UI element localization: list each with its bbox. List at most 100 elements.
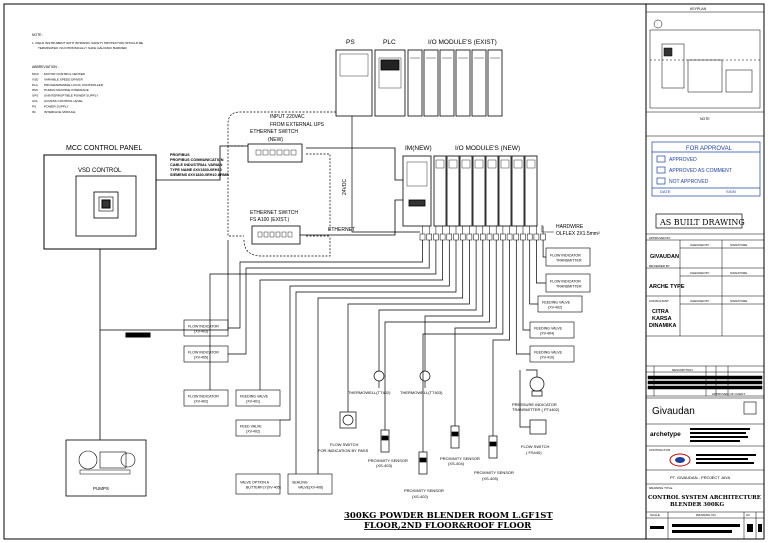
- not-approved: NOT APPROVED: [669, 179, 709, 185]
- project-label: PT. GIVAUDAN - PROJECT JAYA: [670, 475, 730, 480]
- abbrev-code: HMI: [32, 88, 38, 92]
- olflex-label: OLFLEX 2X1.5mm²: [556, 231, 600, 237]
- terminal: [459, 233, 466, 241]
- switch-port: [262, 149, 269, 156]
- drawing-title-hdr: DRAWING TITLE: [649, 486, 672, 490]
- wire: [280, 240, 450, 421]
- prox-4a: PROXIMITY SENSOR: [404, 488, 444, 493]
- instrument-tag: TRANSMITTER: [556, 259, 582, 263]
- abbrev-text: POWER SUPPLY: [44, 104, 69, 108]
- checked-by-1: CHECKED BY: [690, 243, 710, 247]
- as-built-label: AS BUILT DRAWING: [659, 218, 745, 227]
- title-line-1: 300KG POWDER BLENDER ROOM L.GF1ST: [344, 511, 553, 521]
- switch-port: [281, 231, 287, 238]
- plc-module: [374, 49, 406, 117]
- profibus-1: PROFIBUS: [170, 153, 190, 157]
- terminal: [439, 233, 446, 241]
- instrument-label: FLOW INDICATOR: [188, 395, 219, 399]
- abbrev-text: HUMAN MACHINE INTERFACE: [44, 88, 89, 92]
- ethernet-switch-exist: [251, 225, 301, 245]
- prox-2a: PROXIMITY SENSOR: [440, 456, 480, 461]
- instrument-tag: TRANSMITTER: [556, 285, 582, 289]
- instrument-box: FLOW INDICATOR(XV-402): [183, 389, 229, 407]
- sheet-size: A3: [746, 513, 750, 517]
- terminal: [526, 233, 533, 241]
- abbrev-text: ACCESS CONTROL LEVEL: [44, 99, 83, 103]
- vdc-label: 24VDC: [342, 178, 348, 195]
- abbrev-text: UNINTERRUPTIBLE POWER SUPPLY: [44, 94, 98, 98]
- instrument-tag: (XV-402): [194, 400, 208, 404]
- logo-givaudan: Givaudan: [652, 406, 695, 417]
- prox-2b: (XS-404): [448, 461, 465, 466]
- instrument-tag: (XV-402): [246, 430, 260, 434]
- abbrev-code: ACL: [32, 99, 38, 103]
- abbrev-code: IM: [32, 110, 36, 114]
- terminal: [426, 233, 432, 241]
- ethernet-label: ETHERNET: [328, 227, 355, 233]
- pressure-2: TRANSMITTER ( PT4402): [512, 407, 560, 412]
- io-new-label: I/O MODULE'S (NEW): [455, 145, 520, 152]
- mcc-control-panel: MCC CONTROL PANEL VSD CONTROL: [43, 145, 157, 250]
- new-io-rack: [402, 155, 538, 227]
- instrument-box: FEEDING VALVE(XV-404): [529, 321, 575, 339]
- wire: [378, 240, 477, 371]
- instrument-box: FEEDING VALVE(XV-402): [537, 295, 583, 313]
- instrument-tag: (XV-402): [548, 306, 562, 310]
- terminal: [493, 233, 499, 241]
- wire: [542, 240, 546, 258]
- profibus-4: TYPE NAME 6XV1830-0EH10: [170, 168, 222, 172]
- terminal: [453, 233, 459, 241]
- instrument-tag: (XV-410): [540, 356, 554, 360]
- abbrev-code: MCC: [32, 72, 40, 76]
- terminal: [506, 233, 513, 241]
- instrument-box: FEED VALVE(XV-402): [235, 419, 281, 437]
- keyplan-drawing: [649, 19, 761, 109]
- pumps-label: PUMPS: [93, 486, 109, 491]
- abbrev-code: VSD: [32, 77, 39, 81]
- terminal: [520, 233, 526, 241]
- company-citra: CITRA: [652, 309, 669, 315]
- instrument-label: FEEDING VALVE: [542, 301, 571, 305]
- switch-port: [275, 231, 281, 238]
- note-label: NOTE: [700, 117, 710, 121]
- checked-by-2: CHECKED BY: [690, 271, 710, 275]
- wire: [347, 240, 470, 412]
- instrument-label: FEEDING VALVE: [534, 351, 563, 355]
- terminal: [513, 233, 520, 241]
- signature-2: SIGNATURE: [730, 271, 747, 275]
- checked-by-3: CHECKED BY: [690, 299, 710, 303]
- instrument-label: FEED VALVE: [240, 425, 262, 429]
- abbrev-text: PROGRAMMABLE LOGIC CONTROLLER: [44, 83, 104, 87]
- wire: [424, 240, 484, 371]
- keyplan-label: KEYPLAN: [690, 7, 707, 11]
- switch-port: [263, 231, 269, 238]
- fs-right-2: ( FS440): [526, 450, 542, 455]
- title-line-2: FLOOR,2ND FLOOR&ROOF FLOOR: [364, 521, 532, 531]
- abbrev-header: ABBREVIATION :: [32, 65, 59, 69]
- approved-of-client: APPROVED OF CLIENT: [712, 392, 745, 396]
- terminal: [533, 233, 540, 241]
- flow-switch-2: FOR INDICATION BY PASS: [318, 448, 369, 453]
- drawing-no-label: DRAWING NO.: [696, 513, 717, 517]
- abbrev-code: PLC: [32, 83, 39, 87]
- thermowell-2: THERMOWELL(TT403): [400, 390, 443, 395]
- abbrev-code: PS: [32, 104, 36, 108]
- scale-label: SCALE: [650, 513, 660, 517]
- approved-comment: APPROVED AS COMMENT: [669, 168, 732, 174]
- io-exist-label: I/O MODULE'S (EXIST): [428, 39, 497, 46]
- eth-switch-new-sub: (NEW): [268, 137, 283, 143]
- drawing-title-1: CONTROL SYSTEM ARCHITECTURE: [648, 495, 761, 501]
- terminal-row: [419, 226, 546, 241]
- wire: [536, 240, 546, 284]
- abbrev-text: VARIABLE SPEED DRIVER: [44, 77, 84, 81]
- ups-label: FROM EXTERNAL UPS: [270, 122, 325, 128]
- wire: [526, 369, 538, 377]
- instrument-tag: VALVE(XV-406): [298, 486, 323, 490]
- eth-switch-exist-sub: FS A100 (EXIST.): [250, 217, 290, 223]
- eth-switch-exist-label: ETHERNET SWITCH: [250, 210, 298, 216]
- notes-item-cont: TERMINATED VIA INTRINSICALLY SAFE GALVAN…: [38, 46, 128, 50]
- approval-title: FOR APPROVAL: [686, 146, 733, 152]
